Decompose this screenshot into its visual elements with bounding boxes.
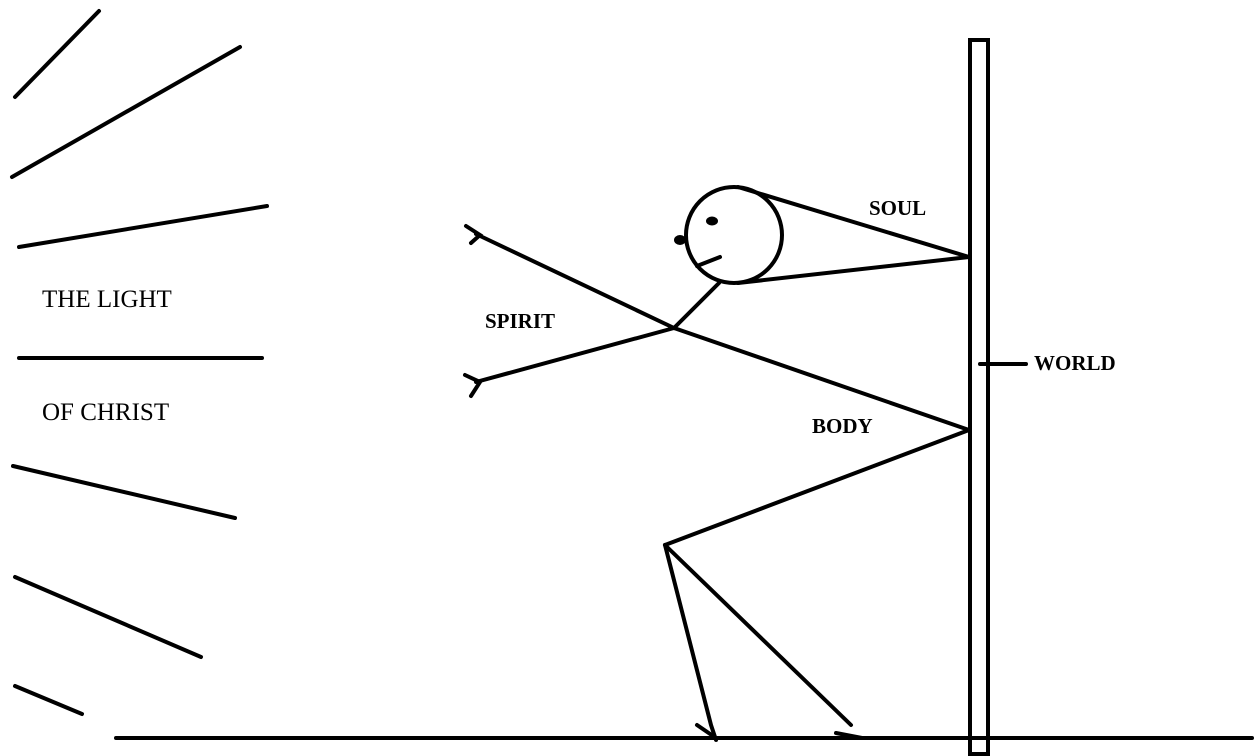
light-ray — [11, 464, 237, 520]
thigh — [663, 428, 971, 547]
foot-front — [695, 723, 718, 740]
soul-cone-top — [736, 185, 971, 259]
light-rays — [10, 9, 269, 716]
lower-hand — [463, 373, 483, 398]
light-ray — [10, 45, 242, 179]
world-wall — [968, 38, 990, 756]
light-ray — [13, 575, 203, 659]
soul-cone-bottom — [736, 255, 971, 285]
leg-front — [663, 543, 718, 742]
foot-back — [834, 731, 864, 740]
light-ray — [13, 9, 101, 99]
light-ray — [17, 204, 269, 249]
mouth — [695, 255, 722, 268]
neck — [672, 281, 721, 330]
upper-arm — [474, 232, 676, 330]
eye — [674, 235, 686, 245]
light-label-line1: THE LIGHT — [42, 286, 172, 313]
spirit-label: SPIRIT — [485, 309, 555, 333]
upper-hand — [464, 224, 484, 245]
light-label-line2: OF CHRIST — [42, 399, 169, 426]
leg-back — [663, 543, 853, 727]
head — [684, 185, 784, 285]
light-ray — [13, 684, 84, 716]
soul-label: SOUL — [869, 196, 926, 220]
body-label: BODY — [812, 414, 873, 438]
torso — [672, 326, 971, 432]
eye — [706, 216, 718, 226]
lower-arm — [474, 326, 676, 384]
world-label: WORLD — [1034, 351, 1116, 375]
